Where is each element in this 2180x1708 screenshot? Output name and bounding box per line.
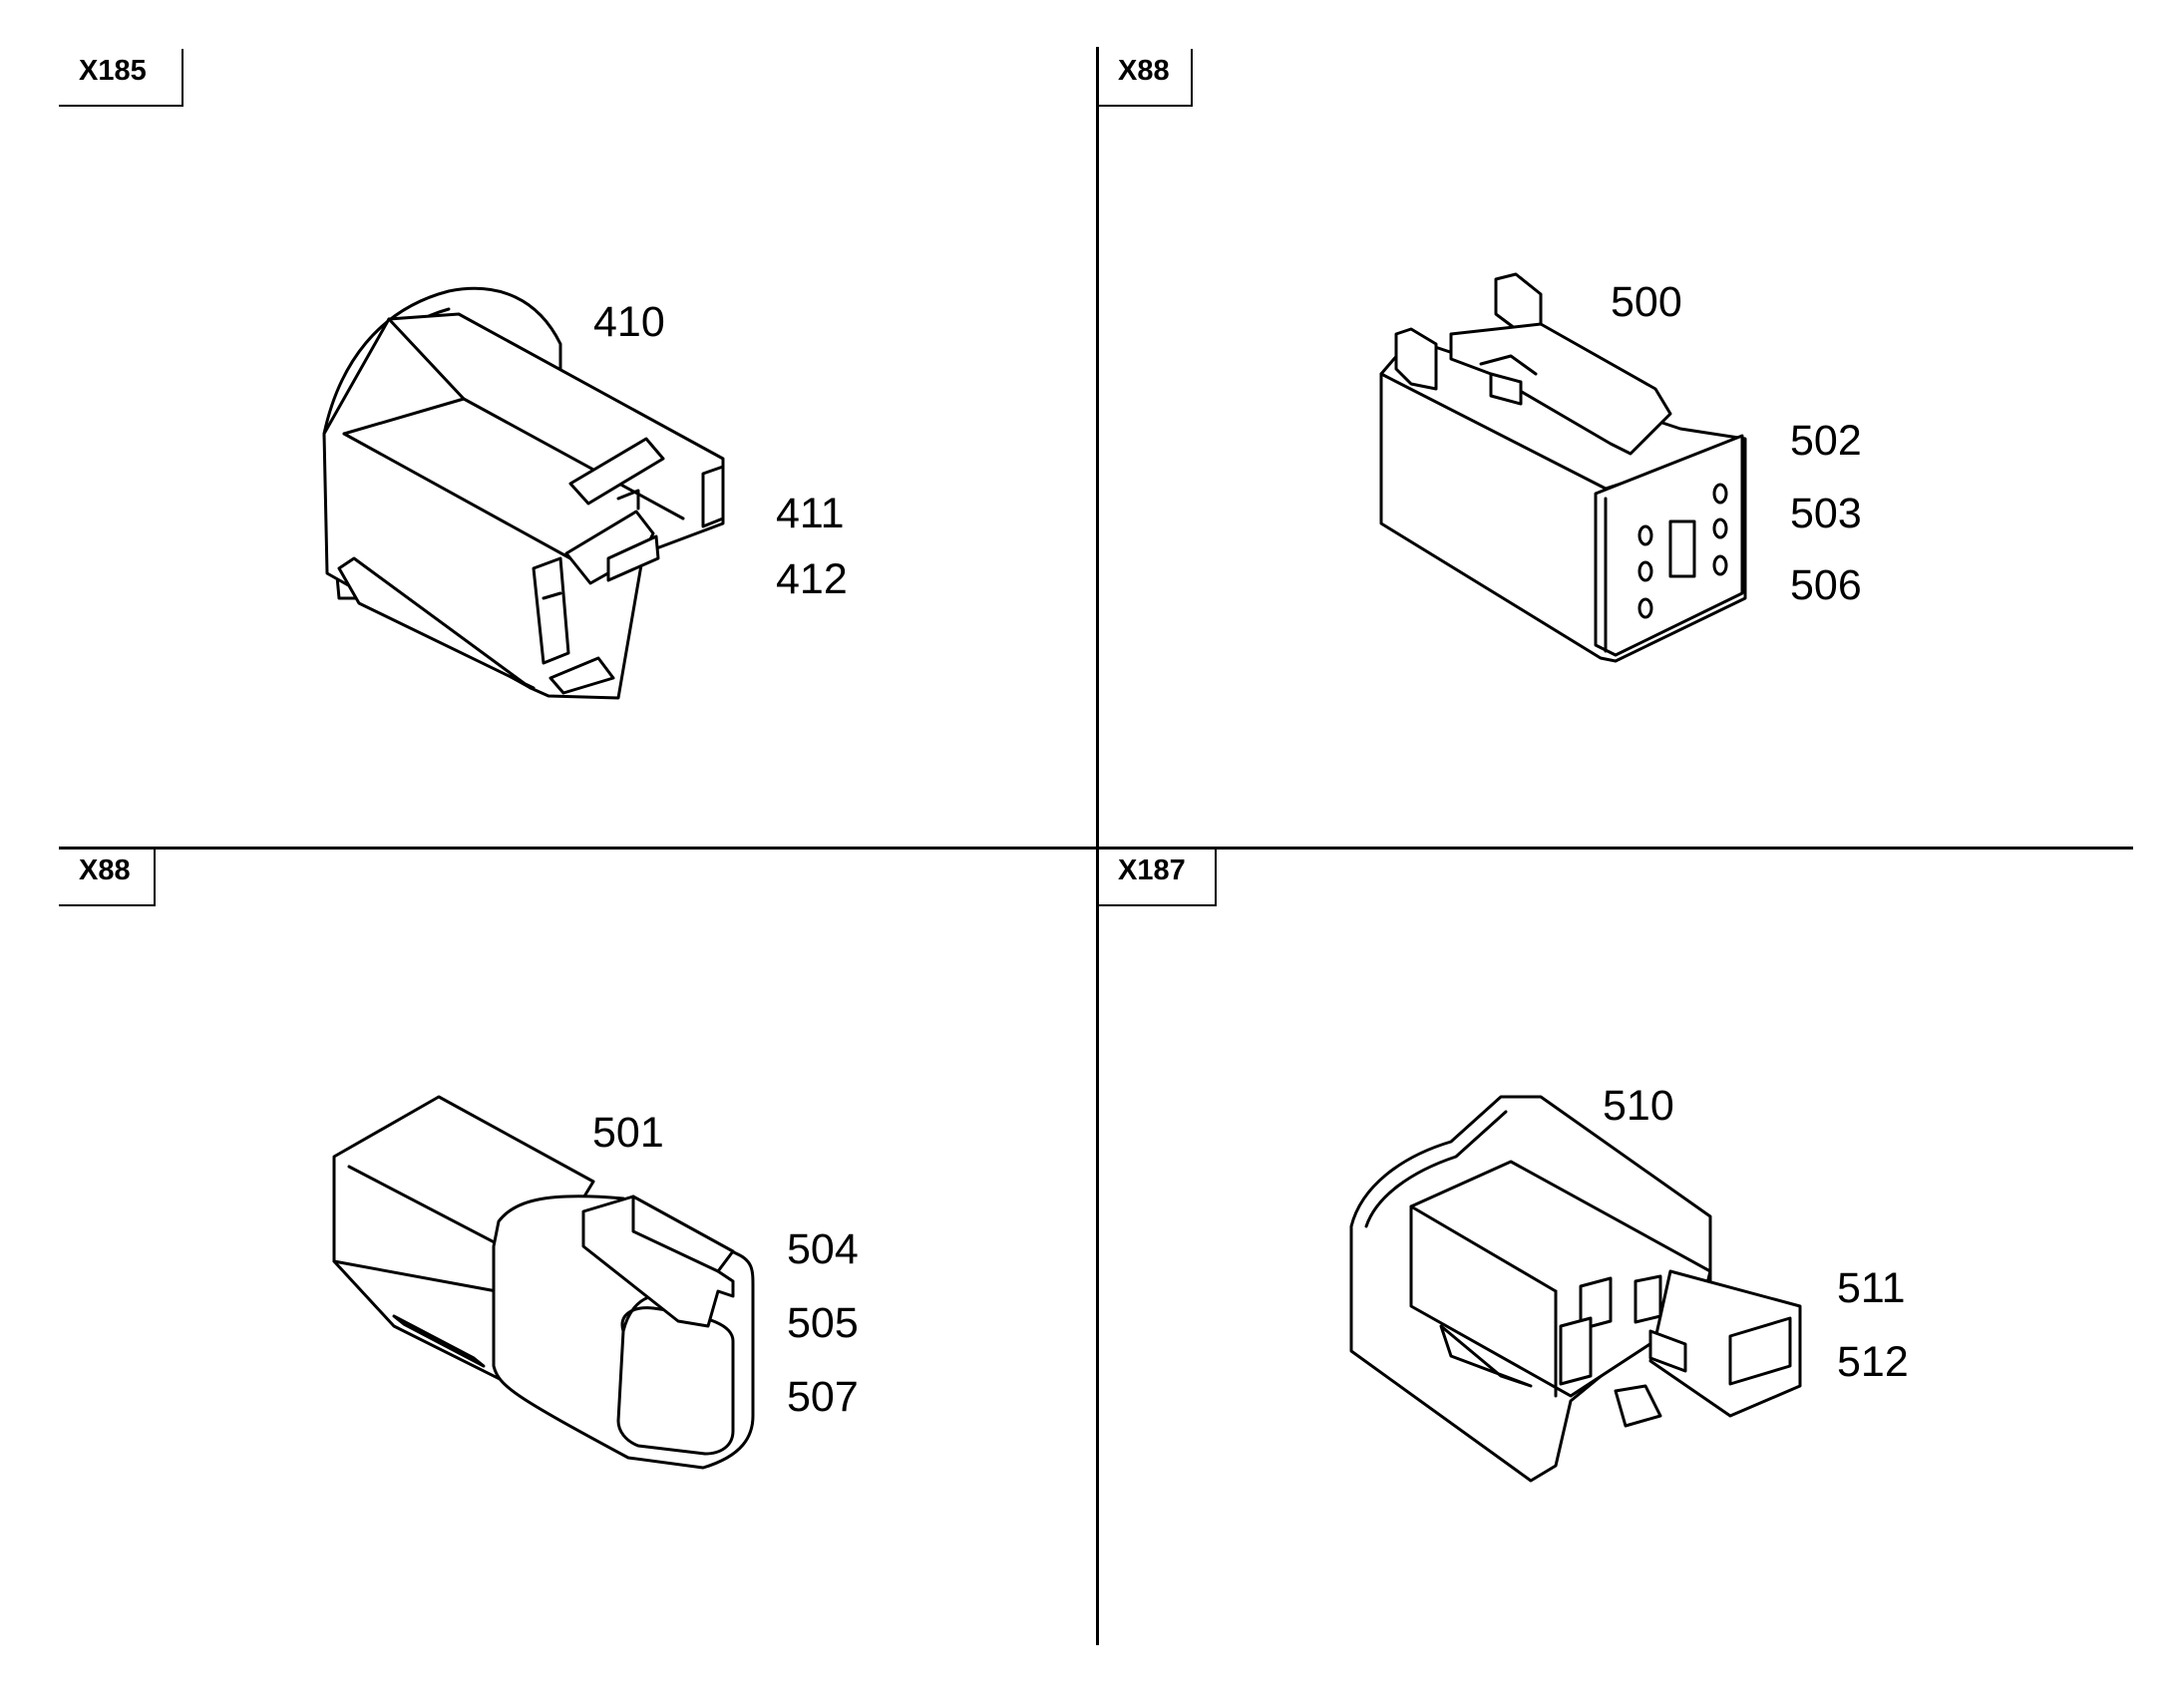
horizontal-divider	[59, 847, 2133, 850]
callout-504: 504	[787, 1225, 859, 1273]
panel-tag-x88-top: X88	[1098, 49, 1193, 107]
connector-x88-bottom-drawing	[332, 1095, 755, 1470]
panel-tag-x187: X187	[1098, 849, 1217, 906]
vertical-divider	[1096, 47, 1099, 1645]
callout-502: 502	[1790, 417, 1862, 465]
callout-410: 410	[593, 298, 665, 346]
callout-506: 506	[1790, 561, 1862, 609]
callout-512: 512	[1837, 1338, 1909, 1386]
callout-503: 503	[1790, 490, 1862, 537]
callout-511: 511	[1837, 1264, 1906, 1312]
callout-505: 505	[787, 1299, 859, 1347]
callout-501: 501	[592, 1109, 664, 1157]
connector-x185-drawing	[322, 286, 725, 700]
panel-tag-x185: X185	[59, 49, 183, 107]
panel-tag-x88-bottom: X88	[59, 849, 156, 906]
connector-x187-drawing	[1349, 1095, 1802, 1483]
callout-411: 411	[776, 490, 845, 537]
connector-x88-top-drawing	[1379, 272, 1747, 663]
callout-510: 510	[1603, 1082, 1674, 1130]
callout-500: 500	[1611, 278, 1682, 326]
callout-412: 412	[776, 555, 848, 603]
callout-507: 507	[787, 1373, 859, 1421]
